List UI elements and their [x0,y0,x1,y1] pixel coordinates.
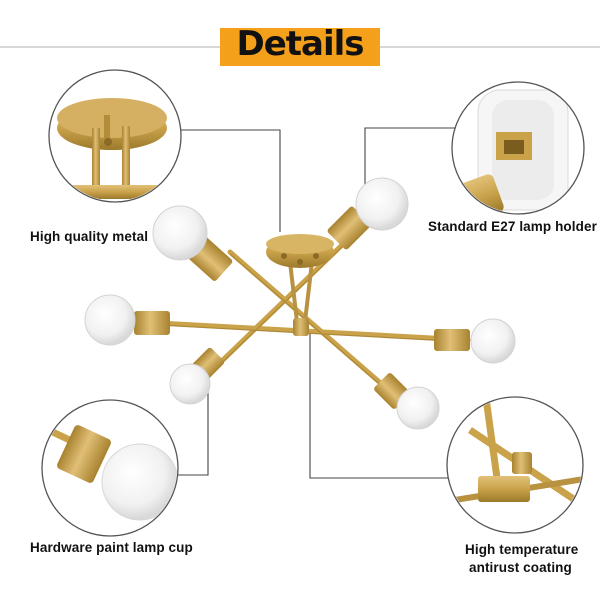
callout-label-cup: Hardware paint lamp cup [30,540,193,555]
callout-label-coating-1: High temperature [465,542,579,557]
arm-joint-detail [446,396,584,534]
callout-line-coating [309,330,448,479]
lamp-cup-detail [41,399,179,537]
bulb-lower-left [169,363,211,405]
bulb-upper-right [355,177,409,231]
cup-right [434,329,470,351]
callout-line-metal [180,129,281,232]
bulb-right [470,318,516,364]
title-rule-right [380,46,600,48]
callout-label-metal: High quality metal [30,229,149,244]
title-rule-left [0,46,220,48]
e27-socket-detail [451,81,585,215]
callout-label-coating-2: antirust coating [469,560,572,575]
cup-left [134,311,170,335]
arm-upper-left [227,249,403,403]
ceiling-plate-detail [48,69,182,203]
page-title: Details [236,24,364,64]
callout-label-socket: Standard E27 lamp holder [428,219,597,234]
bulb-lower-right [396,386,440,430]
bulb-left [84,294,136,346]
callout-lines [168,127,458,479]
title-highlight [220,28,380,66]
callout-line-cup [168,355,209,476]
bulb-upper-left [152,205,208,261]
sputnik-chandelier [84,177,516,430]
callout-line-socket [364,127,458,190]
